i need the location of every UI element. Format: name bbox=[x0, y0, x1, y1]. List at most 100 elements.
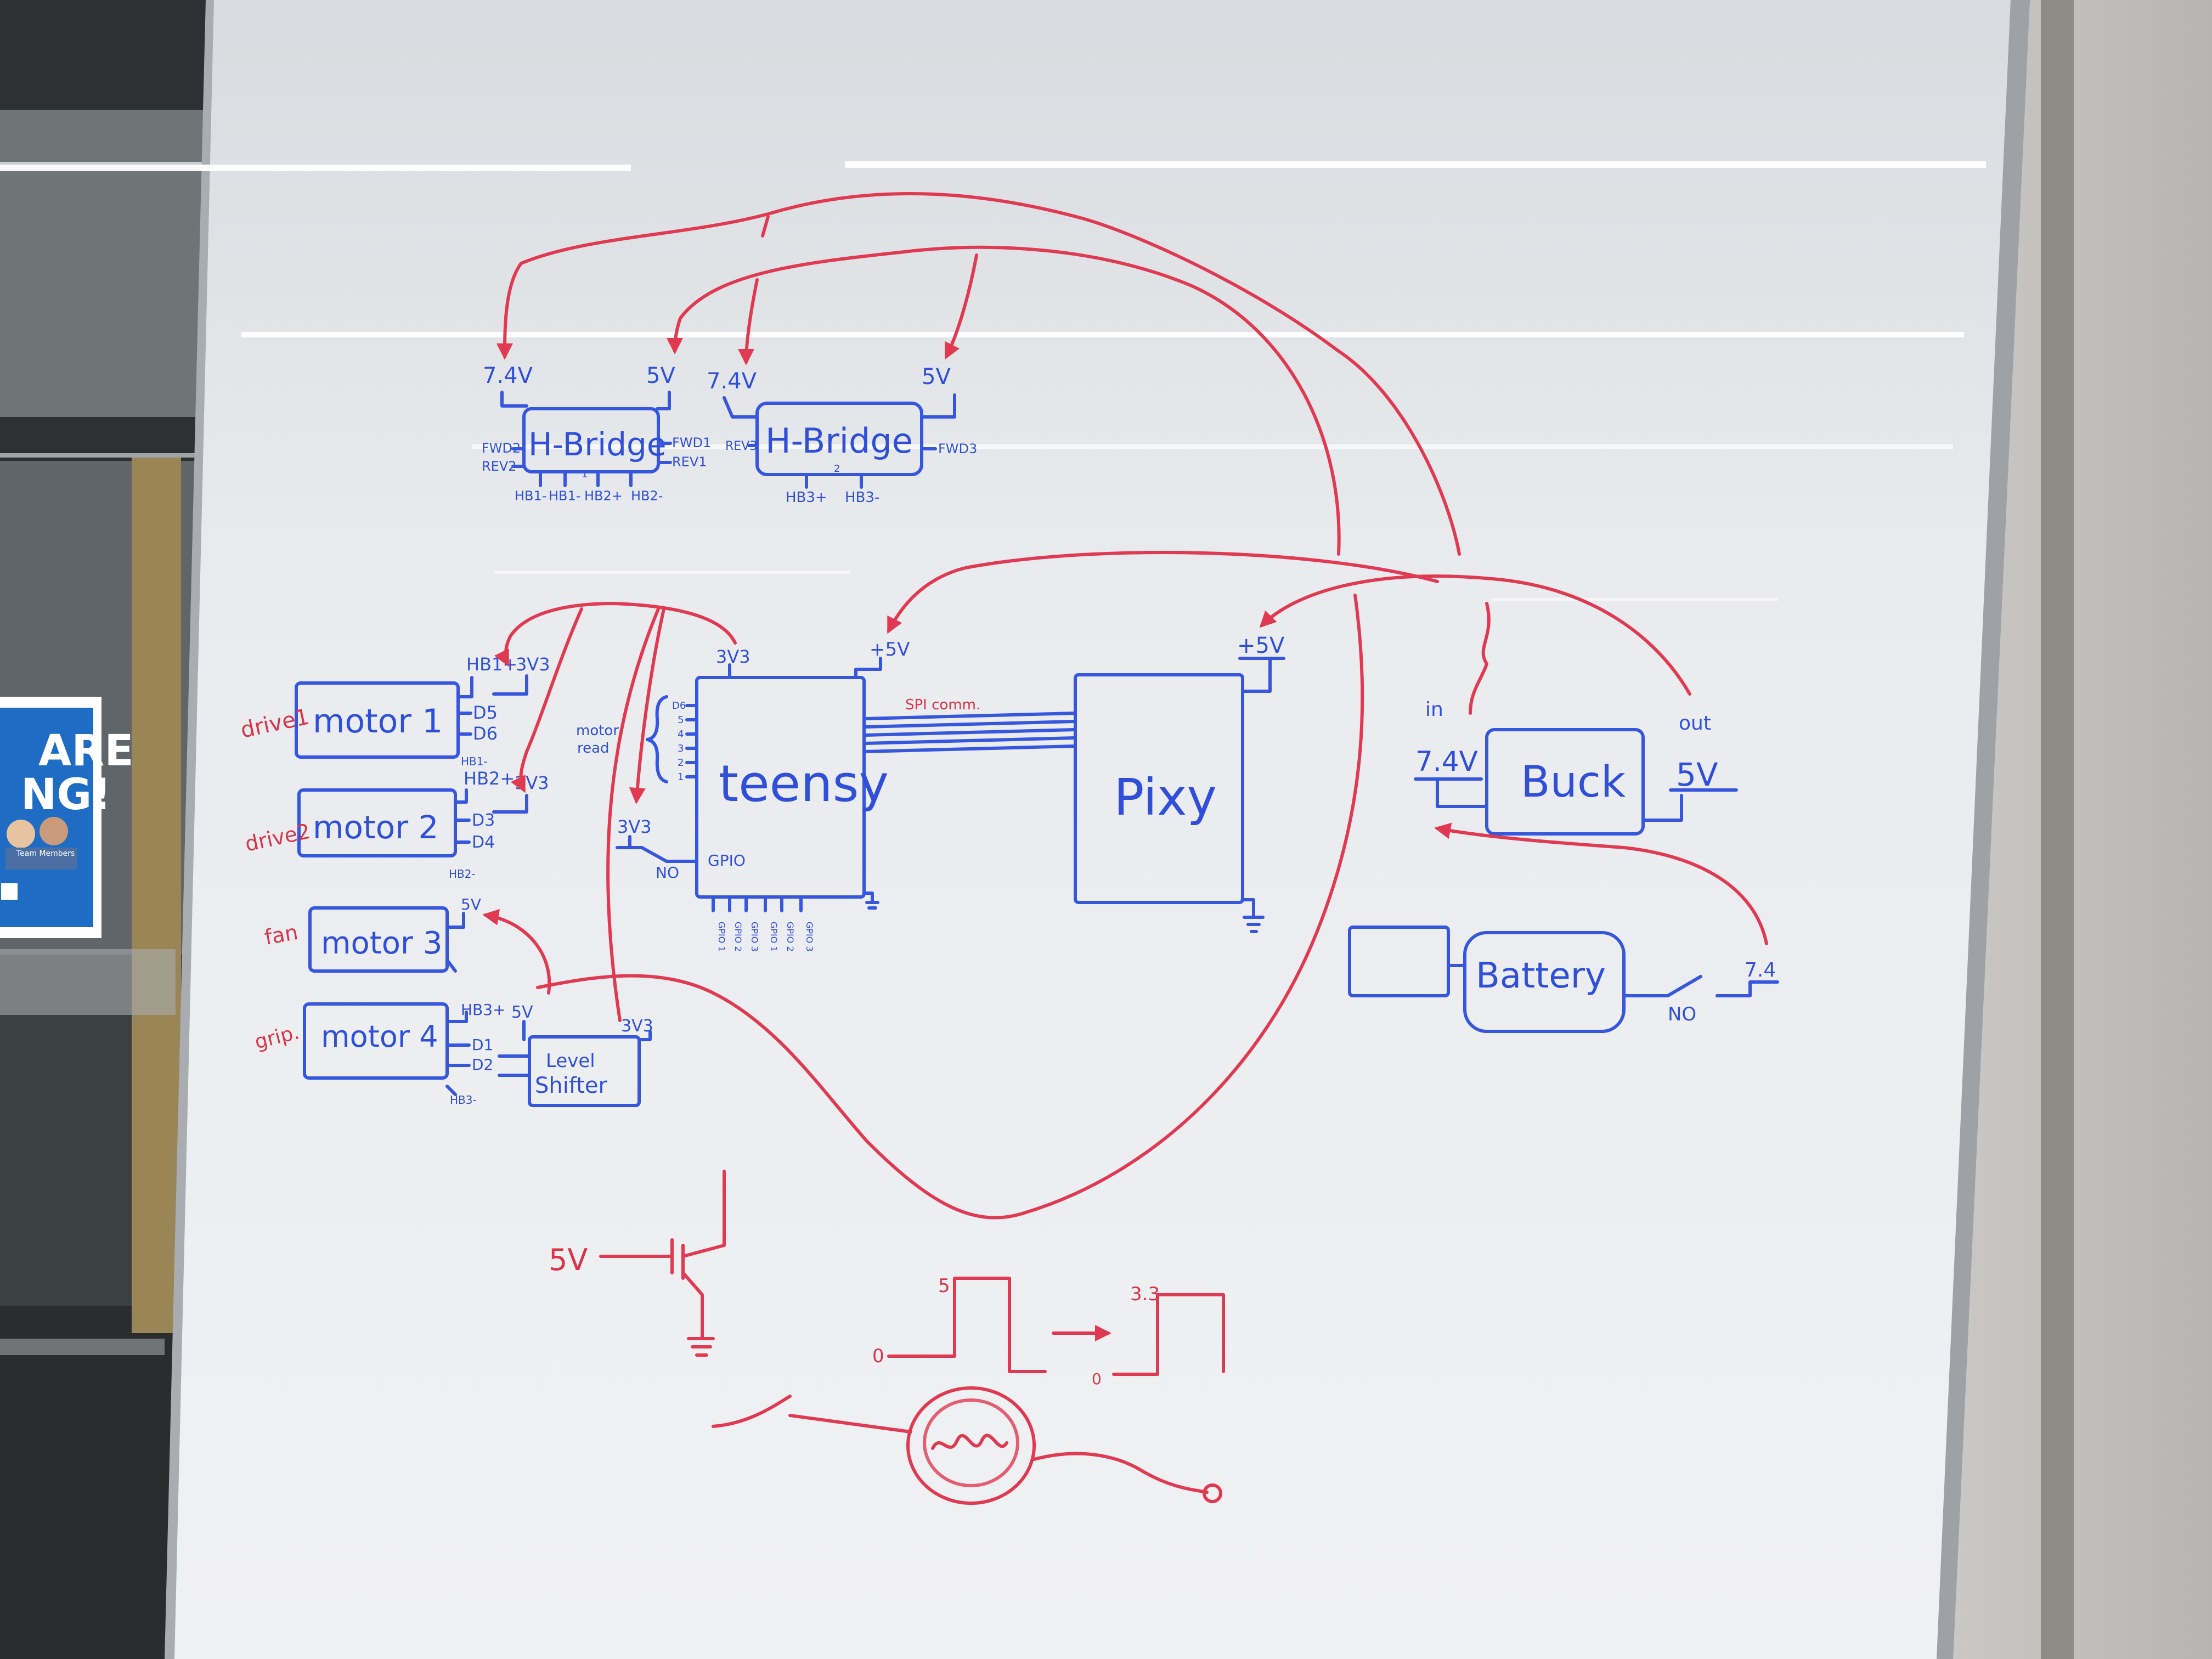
h-bridge-1: H-Bridge 1 7.4V 5V FWD2 REV2 FWD1 REV1 H… bbox=[482, 363, 711, 504]
teensy-bottom-pin-1: GPIO 1 bbox=[716, 922, 727, 952]
pixy: Pixy +5V bbox=[1074, 633, 1285, 933]
teensy-left-pin-1: D6 bbox=[672, 700, 686, 712]
spi-label: SPI comm. bbox=[905, 697, 980, 713]
motor-2-pin-1: D3 bbox=[472, 811, 495, 830]
h-bridge-2-power-left: 7.4V bbox=[707, 369, 757, 394]
mosfet-supply: 5V bbox=[549, 1243, 588, 1277]
buck-in-label: in bbox=[1425, 698, 1443, 721]
motor-1: motor 1 drive1 HB1+ 3V3 D5 D6 HB1- bbox=[239, 654, 550, 768]
h-bridge-1-right-pin-1: FWD1 bbox=[672, 435, 711, 450]
motor-2-pin-2: D4 bbox=[472, 833, 495, 852]
motor-2-top-pin: HB2+ bbox=[464, 768, 515, 789]
motor-4-box bbox=[303, 1002, 449, 1080]
motor-1-label: motor 1 bbox=[313, 702, 443, 741]
h-bridge-2-box bbox=[755, 402, 923, 476]
h-bridge-1-left-pin-2: REV2 bbox=[482, 459, 517, 474]
teensy-supply-right: +5V bbox=[870, 639, 910, 661]
h-bridge-2: H-Bridge 2 7.4V 5V REV3 FWD3 HB3+ HB3- bbox=[707, 364, 977, 506]
teensy-left-pins: D6 5 4 3 2 1 bbox=[646, 695, 698, 783]
teensy-left-pin-5: 2 bbox=[678, 757, 684, 769]
light-reflections bbox=[0, 161, 1986, 601]
poster-line-1: ARE bbox=[38, 726, 134, 776]
teensy-bottom-pins: GPIO 1 GPIO 2 GPIO 3 GPIO 1 GPIO 2 GPIO … bbox=[712, 895, 815, 952]
level-shifter-supply: 3V3 bbox=[621, 1017, 653, 1036]
buck: Buck in 7.4V out 5V bbox=[1414, 698, 1738, 836]
h-bridge-2-index: 2 bbox=[834, 463, 840, 475]
motor-sketch-circle bbox=[906, 1386, 1036, 1505]
motor-4-label: motor 4 bbox=[321, 1019, 438, 1054]
background-hallway bbox=[0, 0, 208, 1659]
teensy-switch-supply: 3V3 bbox=[617, 816, 652, 837]
teensy-bottom-pin-4: GPIO 1 bbox=[769, 922, 779, 952]
motor-1-box bbox=[295, 681, 460, 759]
motor-3-role: fan bbox=[263, 920, 300, 950]
motor-2-label: motor 2 bbox=[313, 809, 438, 846]
teensy-bottom-pin-5: GPIO 2 bbox=[785, 922, 795, 952]
level-shifter: Level Shifter 3V3 bbox=[498, 1017, 653, 1107]
bottom-sketches: 5V 0 5 3.3 0 bbox=[549, 1170, 1225, 1505]
battery-value: 7.4 bbox=[1745, 959, 1776, 981]
h-bridge-1-bottom-pin-1: HB1- bbox=[515, 488, 546, 504]
h-bridge-1-bottom-pin-2: HB1- bbox=[549, 488, 580, 504]
battery-side-box bbox=[1348, 926, 1450, 997]
motor-1-supply: 3V3 bbox=[516, 654, 550, 675]
shifted-low: 0 bbox=[1092, 1370, 1102, 1388]
motor-1-bottom-pin: HB1- bbox=[461, 755, 488, 768]
teensy-label: teensy bbox=[719, 754, 889, 813]
h-bridge-2-right-pin-1: FWD3 bbox=[938, 441, 977, 456]
h-bridge-1-right-pin-2: REV1 bbox=[672, 454, 707, 470]
motor-3-top-pin: 5V bbox=[461, 895, 481, 913]
motor-4-pin-2: D2 bbox=[472, 1056, 493, 1074]
h-bridge-1-box bbox=[522, 407, 660, 473]
pixy-supply: +5V bbox=[1237, 633, 1285, 658]
level-shifter-box bbox=[528, 1035, 641, 1107]
poster-line-2: NG! bbox=[21, 770, 111, 820]
motor-1-pin-2: D6 bbox=[473, 723, 498, 744]
motor-4-top-pin: HB3+ bbox=[461, 1001, 506, 1019]
teensy-left-pin-6: 1 bbox=[678, 771, 684, 783]
teensy-bottom-pin-2: GPIO 2 bbox=[733, 922, 743, 952]
whiteboard bbox=[165, 0, 2030, 1659]
motor-4: motor 4 grip. HB3+ 5V D1 D2 HB3- bbox=[252, 1001, 533, 1107]
motor-3-box bbox=[308, 906, 449, 973]
wall-poster: ARE NG! Team Members bbox=[0, 697, 134, 938]
teensy-bottom-pin-3: GPIO 3 bbox=[749, 922, 760, 952]
motor-1-pin-1: D5 bbox=[473, 702, 498, 723]
motor-4-bottom-pin: HB3- bbox=[450, 1093, 477, 1107]
buck-out-label: out bbox=[1679, 712, 1711, 735]
motor-2-box bbox=[297, 788, 457, 857]
teensy-left-pin-4: 3 bbox=[678, 743, 684, 754]
battery-label: Battery bbox=[1476, 956, 1606, 996]
motor-4-supply: 5V bbox=[511, 1003, 533, 1022]
buck-in-value: 7.4V bbox=[1415, 746, 1478, 777]
teensy-switch-label: NO bbox=[656, 864, 679, 882]
h-bridge-2-power-right: 5V bbox=[922, 364, 951, 390]
motor-4-pin-1: D1 bbox=[472, 1036, 493, 1054]
h-bridge-2-bottom-pin-1: HB3+ bbox=[786, 489, 827, 506]
teensy-gpio: GPIO bbox=[708, 851, 746, 870]
teensy: teensy 3V3 +5V D6 5 4 3 2 1 motor read G… bbox=[576, 639, 910, 952]
h-bridge-2-bottom-pin-2: HB3- bbox=[845, 489, 879, 506]
motor-3-label: motor 3 bbox=[321, 926, 442, 961]
battery-box bbox=[1463, 931, 1626, 1033]
h-bridge-1-bottom-pin-4: HB2- bbox=[631, 488, 663, 504]
h-bridge-1-label: H-Bridge bbox=[528, 426, 667, 463]
level-shifter-line-2: Shifter bbox=[535, 1073, 608, 1098]
shifted-high: 3.3 bbox=[1130, 1283, 1160, 1305]
motor-3: motor 3 fan 5V bbox=[263, 895, 481, 973]
teensy-left-pin-3: 4 bbox=[678, 729, 684, 740]
teensy-motor-read-2: read bbox=[577, 740, 610, 757]
motor-2-bottom-pin: HB2- bbox=[449, 867, 476, 881]
spi-link: SPI comm. bbox=[862, 697, 1077, 753]
h-bridge-1-power-left: 7.4V bbox=[483, 363, 533, 388]
pulse-high: 5 bbox=[938, 1275, 950, 1297]
teensy-motor-read-1: motor bbox=[576, 723, 619, 739]
teensy-bottom-pin-6: GPIO 3 bbox=[804, 922, 815, 952]
poster-caption: Team Members bbox=[16, 849, 75, 858]
battery-switch-label: NO bbox=[1668, 1003, 1696, 1025]
battery: Battery NO 7.4 bbox=[1348, 926, 1779, 1033]
buck-box bbox=[1485, 728, 1645, 836]
level-shifter-line-1: Level bbox=[546, 1050, 595, 1072]
teensy-left-pin-2: 5 bbox=[678, 714, 684, 726]
